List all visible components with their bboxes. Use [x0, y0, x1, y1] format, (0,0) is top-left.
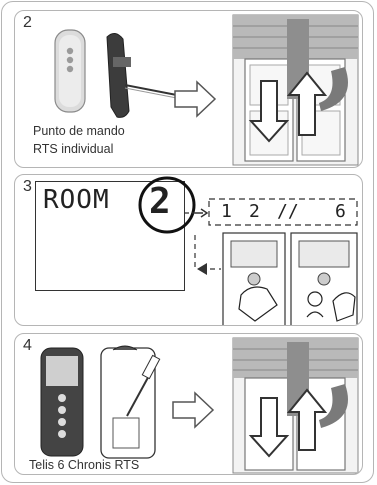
- sequence-item-2: 2: [249, 201, 260, 222]
- step-4-panel: 4: [14, 333, 363, 475]
- arrow-right-icon: [174, 80, 217, 118]
- hand-press-icon: [222, 232, 358, 325]
- display-channel: 2: [149, 181, 171, 222]
- display-word: ROOM: [43, 185, 110, 215]
- arrow-right-icon: [172, 391, 215, 429]
- caption-line-1: Punto de mando: [33, 124, 125, 138]
- screwdriver-icon: [100, 345, 161, 459]
- step-3-panel: 3 ROOM 2 1: [14, 174, 363, 326]
- sequence-item-4: 6: [335, 201, 346, 222]
- arrow-left-icon: [194, 235, 221, 275]
- step-number: 3: [23, 178, 32, 195]
- caption-line-1: Telis 6 Chronis RTS: [29, 458, 140, 472]
- lcd-display: [35, 181, 185, 291]
- window-shutter-icon: [232, 14, 359, 166]
- step-number: 2: [23, 14, 32, 31]
- step-2-panel: 2: [14, 10, 363, 168]
- window-shutter-icon: [232, 337, 359, 474]
- caption-line-2: RTS individual: [33, 142, 114, 156]
- sequence-box: [185, 198, 358, 226]
- sequence-item-1: 1: [221, 201, 232, 222]
- channel-highlight-circle: [138, 176, 196, 234]
- remote-control-icon: [54, 29, 86, 113]
- remote-control-icon: [40, 347, 84, 457]
- sequence-item-3: //: [277, 201, 299, 222]
- step-number: 4: [23, 337, 32, 354]
